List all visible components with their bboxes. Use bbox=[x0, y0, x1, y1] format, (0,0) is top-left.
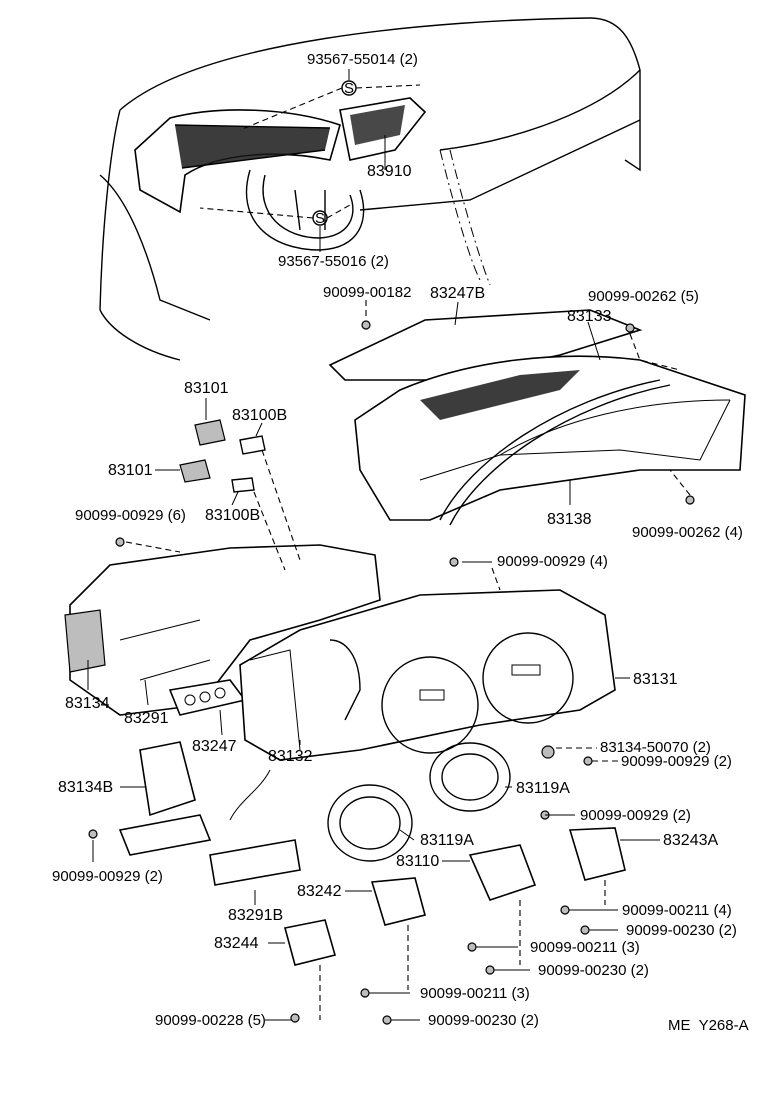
label-90099-00262-5: 90099-00262 (5) bbox=[588, 288, 699, 305]
reference-code: ME Y268-A bbox=[668, 1017, 749, 1034]
gauge-face bbox=[239, 589, 616, 761]
label-90099-00929-2c: 90099-00929 (2) bbox=[52, 868, 163, 885]
label-90099-00211-3b: 90099-00211 (3) bbox=[420, 985, 530, 1002]
hood-assembly bbox=[328, 309, 746, 526]
label-83243A: 83243A bbox=[663, 832, 718, 849]
label-93567-55014: 93567-55014 (2) bbox=[307, 51, 418, 68]
label-90099-00182: 90099-00182 bbox=[323, 284, 411, 301]
label-83100B-a: 83100B bbox=[232, 407, 287, 424]
label-83100B-b: 83100B bbox=[205, 507, 260, 524]
label-83244: 83244 bbox=[214, 935, 259, 952]
label-90099-00230-2b: 90099-00230 (2) bbox=[538, 962, 649, 979]
svg-text:S: S bbox=[344, 80, 354, 97]
label-83242: 83242 bbox=[297, 883, 342, 900]
svg-text:S: S bbox=[315, 210, 325, 227]
leader-lines bbox=[87, 69, 691, 1021]
label-83134B: 83134B bbox=[58, 779, 113, 796]
label-83119A-a: 83119A bbox=[516, 780, 570, 797]
cluster-case bbox=[64, 544, 381, 716]
small-parts bbox=[88, 320, 695, 1025]
label-83138: 83138 bbox=[547, 511, 592, 528]
label-90099-00230-2a: 90099-00230 (2) bbox=[626, 922, 737, 939]
s-mark-bottom: S bbox=[312, 210, 328, 227]
label-83110: 83110 bbox=[396, 853, 439, 870]
label-83101-a: 83101 bbox=[184, 380, 229, 397]
label-83133: 83133 bbox=[567, 308, 612, 325]
label-90099-00929-2b: 90099-00929 (2) bbox=[580, 807, 691, 824]
label-90099-00929-4: 90099-00929 (4) bbox=[497, 553, 608, 570]
label-90099-00262-4: 90099-00262 (4) bbox=[632, 524, 743, 541]
label-83131: 83131 bbox=[633, 671, 678, 688]
label-90099-00929-6: 90099-00929 (6) bbox=[75, 507, 186, 524]
label-90099-00228: 90099-00228 (5) bbox=[155, 1012, 266, 1029]
label-83247: 83247 bbox=[192, 738, 237, 755]
s-mark-top: S bbox=[341, 80, 357, 97]
dashboard-outline bbox=[99, 17, 641, 361]
label-83134: 83134 bbox=[65, 695, 110, 712]
label-93567-55016: 93567-55016 (2) bbox=[278, 253, 389, 270]
label-83291: 83291 bbox=[124, 710, 169, 727]
label-83247B: 83247B bbox=[430, 285, 485, 302]
label-83910: 83910 bbox=[367, 163, 412, 180]
label-90099-00211-4: 90099-00211 (4) bbox=[622, 902, 732, 919]
label-83291B: 83291B bbox=[228, 907, 283, 924]
label-90099-00929-2a: 90099-00929 (2) bbox=[621, 753, 732, 770]
label-83119A-b: 83119A bbox=[420, 832, 474, 849]
label-83101-b: 83101 bbox=[108, 462, 153, 479]
label-90099-00211-3a: 90099-00211 (3) bbox=[530, 939, 640, 956]
label-90099-00230-2c: 90099-00230 (2) bbox=[428, 1012, 539, 1029]
part-labels: 93567-55014 (2) 83910 93567-55016 (2) 90… bbox=[52, 51, 749, 1034]
label-83132: 83132 bbox=[268, 748, 313, 765]
label-83134-50070: 83134-50070 (2) bbox=[600, 739, 711, 756]
